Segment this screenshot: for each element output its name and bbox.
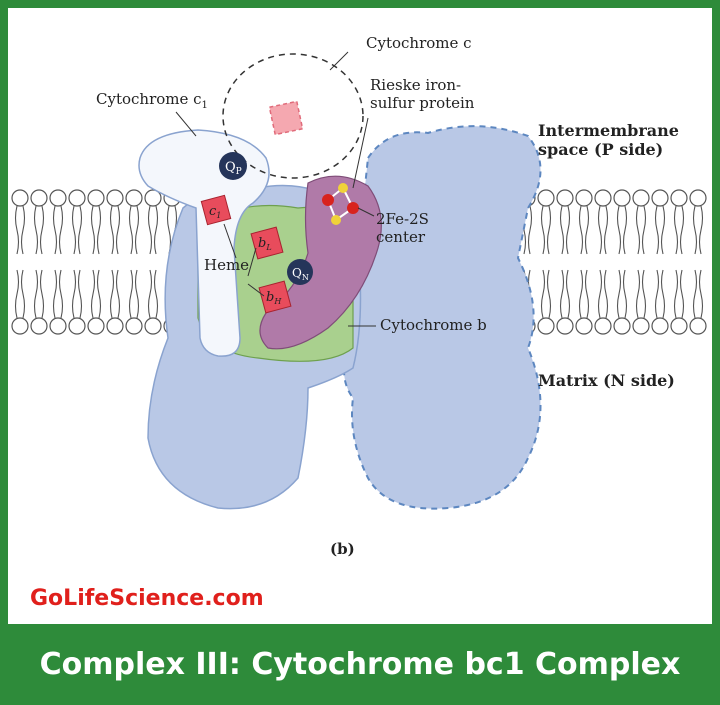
cytochrome-c-dashed xyxy=(222,53,364,179)
svg-text:bL: bL xyxy=(258,236,272,252)
lipid-molecule xyxy=(30,189,48,255)
label-cytochrome-c1: Cytochrome c1 xyxy=(96,90,208,111)
lipid-molecule xyxy=(689,269,707,335)
svg-text:QP: QP xyxy=(225,160,242,177)
lipid-molecule xyxy=(87,189,105,255)
lipid-molecule xyxy=(556,189,574,255)
lipid-molecule xyxy=(125,269,143,335)
caption-title: Complex III: Cytochrome bc1 Complex xyxy=(39,647,681,682)
lipid-molecule xyxy=(651,269,669,335)
lipid-molecule xyxy=(632,189,650,255)
label-panel-b: (b) xyxy=(330,540,355,558)
cytochrome-c-heme xyxy=(268,100,304,136)
svg-text:c1: c1 xyxy=(209,204,221,220)
lipid-molecule xyxy=(11,269,29,335)
lipid-molecule xyxy=(613,189,631,255)
heme-bh-box: bH xyxy=(258,280,292,314)
lipid-molecule xyxy=(613,269,631,335)
watermark: GoLifeScience.com xyxy=(30,586,264,611)
lipid-molecule xyxy=(49,189,67,255)
label-fes-2: center xyxy=(376,228,426,246)
heme-c1-box: c1 xyxy=(200,194,232,226)
lipid-molecule xyxy=(11,189,29,255)
label-rieske-2: sulfur protein xyxy=(370,94,475,112)
lipid-molecule xyxy=(594,189,612,255)
leader-lines xyxy=(175,51,376,327)
label-fes-1: 2Fe-2S xyxy=(376,210,429,228)
label-intermembrane-2: space (P side) xyxy=(538,140,663,159)
fe-s-cluster xyxy=(322,183,359,225)
label-heme: Heme xyxy=(204,256,249,274)
lipid-molecule xyxy=(594,269,612,335)
label-intermembrane-1: Intermembrane xyxy=(538,121,679,140)
lipid-molecule xyxy=(537,189,555,255)
label-rieske-1: Rieske iron- xyxy=(370,76,461,94)
lipid-molecule xyxy=(30,269,48,335)
right-monomer xyxy=(343,125,542,510)
svg-text:QN: QN xyxy=(292,266,309,282)
lipid-molecule xyxy=(144,269,162,335)
lipid-molecule xyxy=(689,189,707,255)
lipid-molecule xyxy=(575,269,593,335)
lipid-molecule xyxy=(144,189,162,255)
lipid-molecule xyxy=(651,189,669,255)
lipid-molecule xyxy=(537,269,555,335)
lipid-molecule xyxy=(106,189,124,255)
lipid-molecule xyxy=(670,269,688,335)
diagram-panel: QP QN c1 bL bH xyxy=(8,8,712,624)
label-matrix: Matrix (N side) xyxy=(538,371,675,390)
label-cytochrome-c: Cytochrome c xyxy=(366,34,472,52)
lipid-molecule xyxy=(556,269,574,335)
qp-site xyxy=(219,152,247,180)
heme-bl-box: bL xyxy=(250,226,284,260)
lipid-molecule xyxy=(68,189,86,255)
lipid-molecule xyxy=(68,269,86,335)
lipid-molecule xyxy=(106,269,124,335)
svg-text:bH: bH xyxy=(266,290,282,306)
complex-iii-diagram: QP QN c1 bL bH xyxy=(11,34,707,558)
lipid-molecule xyxy=(125,189,143,255)
lipid-molecule xyxy=(575,189,593,255)
label-cytochrome-b: Cytochrome b xyxy=(380,316,487,334)
lipid-molecule xyxy=(87,269,105,335)
lipid-molecule xyxy=(632,269,650,335)
qn-site xyxy=(287,259,313,285)
cytochrome-c1 xyxy=(138,129,270,357)
lipid-molecule xyxy=(670,189,688,255)
lipid-molecule xyxy=(49,269,67,335)
